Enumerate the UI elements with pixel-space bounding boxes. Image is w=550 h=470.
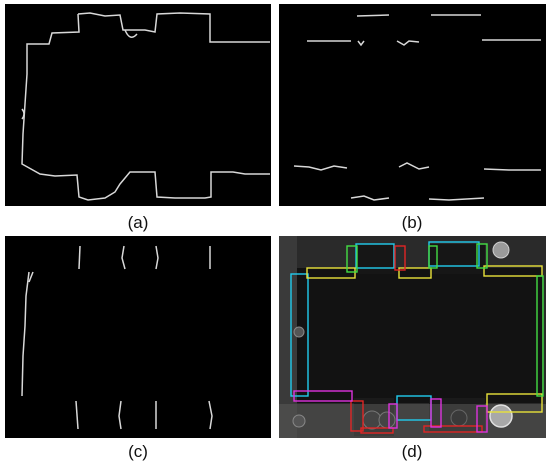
bolt-icon <box>292 414 306 428</box>
horizontal-edge-segment <box>396 40 420 46</box>
vertical-edge-segment <box>155 245 159 270</box>
overlay-box-magenta <box>293 390 353 402</box>
full-contour-edge-top <box>77 12 270 43</box>
vertical-edge-segment <box>208 400 213 430</box>
full-contour-edge-notch <box>21 108 25 120</box>
caption-d: (d) <box>401 442 423 461</box>
vertical-edge-segment <box>28 271 34 283</box>
panel-a-contour-image <box>5 4 271 206</box>
vertical-edges-svg <box>21 245 213 430</box>
full-contour-edge-bump <box>124 29 138 38</box>
vertical-edge-segment <box>21 271 30 397</box>
vertical-edge-segment <box>121 245 126 270</box>
overlay-box-green <box>476 243 488 269</box>
bolt-icon <box>450 409 468 427</box>
horizontal-edge-segment <box>350 195 390 201</box>
overlay-box-green <box>428 245 438 269</box>
caption-c: (c) <box>128 442 148 461</box>
horizontal-edges-svg <box>293 14 541 201</box>
overlay-box-yellow <box>398 267 432 279</box>
panel-d-detection-overlay <box>279 236 546 438</box>
caption-a: (a) <box>127 213 149 232</box>
overlay-box-yellow <box>486 393 543 413</box>
full-contour-edge <box>21 13 270 201</box>
horizontal-edge-segment <box>483 168 541 171</box>
bolt-icon <box>293 326 305 338</box>
overlay-box-magenta <box>476 405 488 433</box>
photo-left-frame <box>279 236 297 438</box>
horizontal-edge-segment <box>293 165 348 171</box>
overlay-box-green <box>536 275 544 397</box>
horizontal-edge-segment <box>356 14 390 17</box>
photo-top-tab <box>429 244 485 274</box>
horizontal-edge-segment <box>357 40 365 47</box>
overlay-box-yellow <box>483 265 543 277</box>
panel-c-vertical-edges <box>5 236 271 438</box>
overlay-box-green <box>346 245 358 273</box>
overlay-box-yellow <box>306 267 356 279</box>
overlay-photo-svg <box>279 236 546 438</box>
horizontal-edge-segment <box>428 197 485 201</box>
bolt-icon <box>362 410 382 430</box>
overlay-box-cyan <box>355 243 395 269</box>
contour-edges-svg <box>21 12 270 201</box>
overlay-box-red <box>394 245 406 271</box>
vertical-edge-segment <box>118 400 122 430</box>
overlay-box-magenta <box>388 403 398 429</box>
photo-top-tab <box>355 244 395 274</box>
bolt-icon <box>378 411 396 429</box>
bolt-icon <box>489 404 513 428</box>
overlay-box-red <box>360 427 394 434</box>
overlay-box-cyan <box>290 273 309 397</box>
vertical-edge-segment <box>78 245 81 270</box>
overlay-box-magenta <box>430 398 442 428</box>
bolt-icon <box>492 241 510 259</box>
horizontal-edge-segment <box>398 162 430 170</box>
vertical-edge-segment <box>75 400 79 430</box>
panel-b-horizontal-edges <box>279 4 546 206</box>
photo-plate <box>297 268 542 403</box>
caption-b: (b) <box>401 213 423 232</box>
overlay-box-red <box>350 400 364 432</box>
overlay-box-red <box>423 425 483 433</box>
